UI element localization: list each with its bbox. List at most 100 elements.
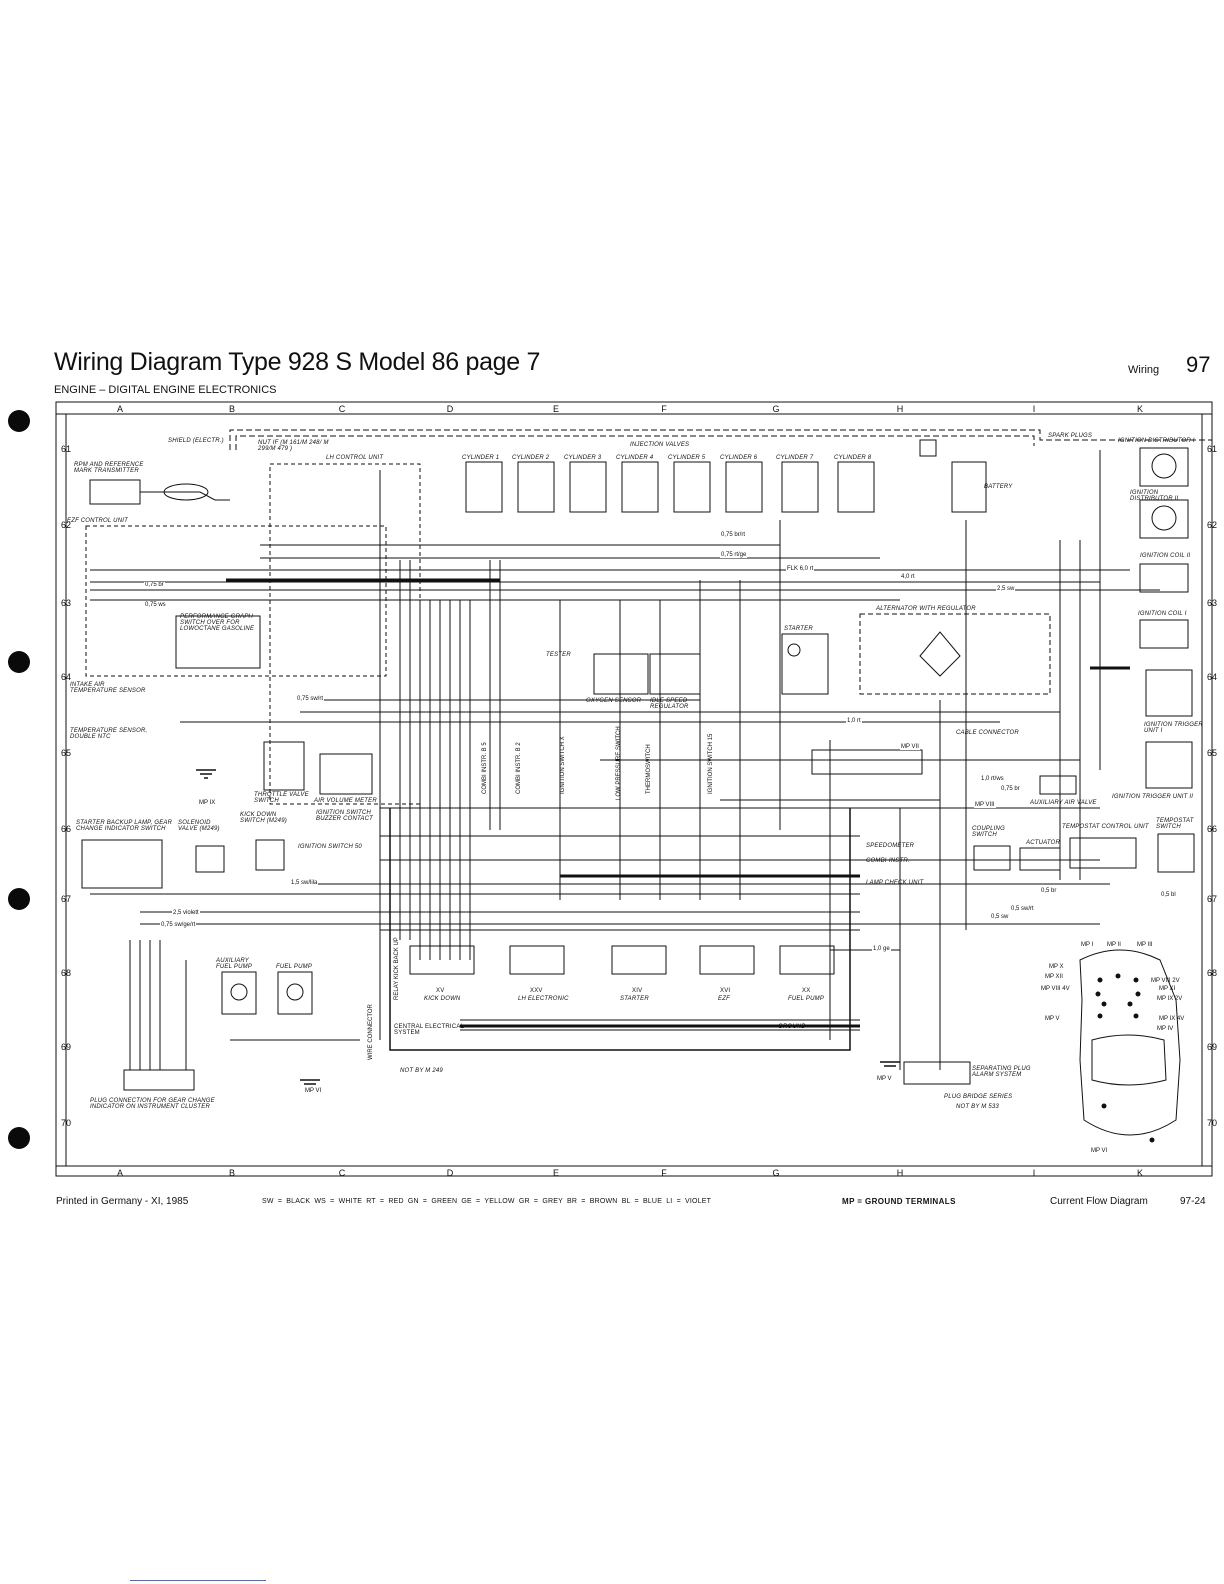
ground-point-label: MP VIII 2V (1151, 978, 1180, 984)
oxygen-sensor (593, 653, 649, 695)
wire-label: 2,5 sw (996, 586, 1016, 592)
label-cyl2: CYLINDER 2 (512, 455, 550, 461)
label-fuel-pump-relay: FUEL PUMP (788, 996, 825, 1002)
ground-point-label: MP III (1137, 942, 1153, 948)
wire-label: 0,75 sw/ge/rt (160, 922, 197, 928)
performance-switch (175, 615, 261, 669)
label-low-pressure: LOW PRESSURE SWITCH (616, 726, 622, 800)
auxiliary-air-valve (1039, 775, 1077, 795)
grid-column-H: H (896, 404, 904, 414)
label-starter: STARTER (784, 626, 813, 632)
auxiliary-fuel-pump (221, 971, 257, 1015)
label-battery: BATTERY (984, 484, 1013, 490)
wire-label: 0,75 br (1000, 786, 1021, 792)
label-spark-plugs: SPARK PLUGS (1048, 433, 1093, 439)
grid-column-D: D (446, 1168, 454, 1178)
label-aux-pump: AUXILIARY FUEL PUMP (216, 958, 253, 970)
label-plug-bridge: PLUG BRIDGE SERIES (944, 1094, 1013, 1100)
punch-hole (8, 651, 30, 673)
wire-label: 0,75 rt/ge (720, 552, 748, 558)
ground-terminal-label: MP IX (198, 800, 217, 806)
tempostat-switch (1157, 833, 1195, 873)
ground-point-label: MP X (1049, 964, 1064, 970)
label-ign-trig1: IGNITION TRIGGER UNIT I (1144, 722, 1203, 734)
label-alternator: ALTERNATOR WITH REGULATOR (876, 606, 976, 612)
bottom-rule (130, 1580, 266, 1581)
grid-column-A: A (116, 404, 123, 414)
label-starter-relay: STARTER (620, 996, 649, 1002)
idle-speed-regulator (649, 653, 701, 695)
label-nut: NUT IF (M 161/M 248/ M 299/M 479 ) (258, 440, 329, 452)
air-volume-meter (319, 753, 373, 795)
plug-connection (123, 1069, 195, 1091)
label-ign-trig2: IGNITION TRIGGER UNIT II (1112, 794, 1194, 800)
tempostat-control-unit (1069, 837, 1137, 869)
grid-column-A: A (116, 1168, 123, 1178)
wire-label: FLK 6,0 rt (786, 566, 815, 572)
page-subtitle: ENGINE – DIGITAL ENGINE ELECTRONICS (54, 384, 277, 396)
relay-label-xv: XV (436, 988, 445, 994)
label-central: CENTRAL ELECTRICAL SYSTEM (394, 1024, 464, 1036)
relay-xvi (699, 945, 755, 975)
page-number: 97 (1186, 352, 1211, 377)
ignition-trigger-unit-1 (1145, 669, 1193, 717)
rpm-transmitter (89, 479, 141, 505)
grid-column-B: B (228, 404, 235, 414)
label-ign-switch-15: IGNITION SWITCH 15 (708, 733, 714, 794)
ground-symbol-mpv (880, 1061, 900, 1067)
label-wire-conn: WIRE CONNECTOR (368, 1004, 374, 1060)
central-electrical-system (389, 808, 851, 1051)
label-ign-coil1: IGNITION COIL I (1138, 611, 1187, 617)
separating-plug (903, 1061, 971, 1085)
relay-label-xvi: XVI (720, 988, 731, 994)
ground-terminal-label: MP VII (900, 744, 920, 750)
footer-printed: Printed in Germany - XI, 1985 (56, 1196, 189, 1207)
label-ezf: EZF CONTROL UNIT (67, 518, 128, 524)
wire-label: 4,0 rt (900, 574, 916, 580)
label-plug-conn: PLUG CONNECTION FOR GEAR CHANGE INDICATO… (90, 1098, 215, 1110)
footer-current-flow: Current Flow Diagram (1050, 1196, 1148, 1207)
gear-change-switch (81, 839, 163, 889)
label-cyl3: CYLINDER 3 (564, 455, 602, 461)
label-cable-conn: CABLE CONNECTOR (956, 730, 1019, 736)
injection-valves (465, 461, 875, 513)
label-ign50: IGNITION SWITCH 50 (298, 844, 362, 850)
label-ign-dist1: IGNITION DISTRIBUTOR I (1118, 438, 1195, 444)
punch-hole (8, 1127, 30, 1149)
ks1-fuse (919, 439, 937, 457)
wire-label: 0,75 br/rt (720, 532, 747, 538)
grid-column-G: G (772, 1168, 780, 1178)
fuel-pump (277, 971, 313, 1015)
grid-column-K: K (1136, 1168, 1143, 1178)
coupling-switch (973, 845, 1011, 871)
label-sep-plug: SEPARATING PLUG ALARM SYSTEM (972, 1066, 1031, 1078)
label-lh-unit: LH CONTROL UNIT (326, 455, 384, 461)
alternator (859, 613, 1051, 695)
label-tempostat-unit: TEMPOSTAT CONTROL UNIT (1062, 824, 1149, 830)
relay-label-xx: XX (802, 988, 811, 994)
label-combi-b5: COMBI INSTR. B 5 (482, 742, 488, 794)
label-combi-b2: COMBI INSTR. B 2 (516, 742, 522, 794)
section-label: Wiring (1128, 364, 1160, 376)
grid-column-F: F (661, 1168, 667, 1178)
label-not-by-m249: NOT BY M 249 (400, 1068, 443, 1074)
label-actuator: ACTUATOR (1026, 840, 1061, 846)
grid-column-D: D (446, 404, 454, 414)
actuator (1019, 847, 1061, 871)
grid-column-E: E (552, 1168, 559, 1178)
label-injection-valves: INJECTION VALVES (630, 442, 690, 448)
wire-label: 0,5 br (1040, 888, 1058, 894)
label-oxygen: OXYGEN SENSOR (586, 698, 642, 704)
wire-label: 1,5 sw/lila (290, 880, 319, 886)
ground-symbol-mp-ix (196, 769, 216, 779)
page-title: Wiring Diagram Type 928 S Model 86 page … (54, 348, 541, 376)
relay-xv (409, 945, 475, 975)
punch-hole (8, 888, 30, 910)
grid-column-C: C (338, 404, 346, 414)
ground-terminal-label: MP VIII (974, 802, 996, 808)
grid-column-F: F (661, 404, 667, 414)
ground-point-label: MP XI (1159, 986, 1176, 992)
cable-connector (811, 749, 923, 775)
grid-column-K: K (1136, 404, 1143, 414)
